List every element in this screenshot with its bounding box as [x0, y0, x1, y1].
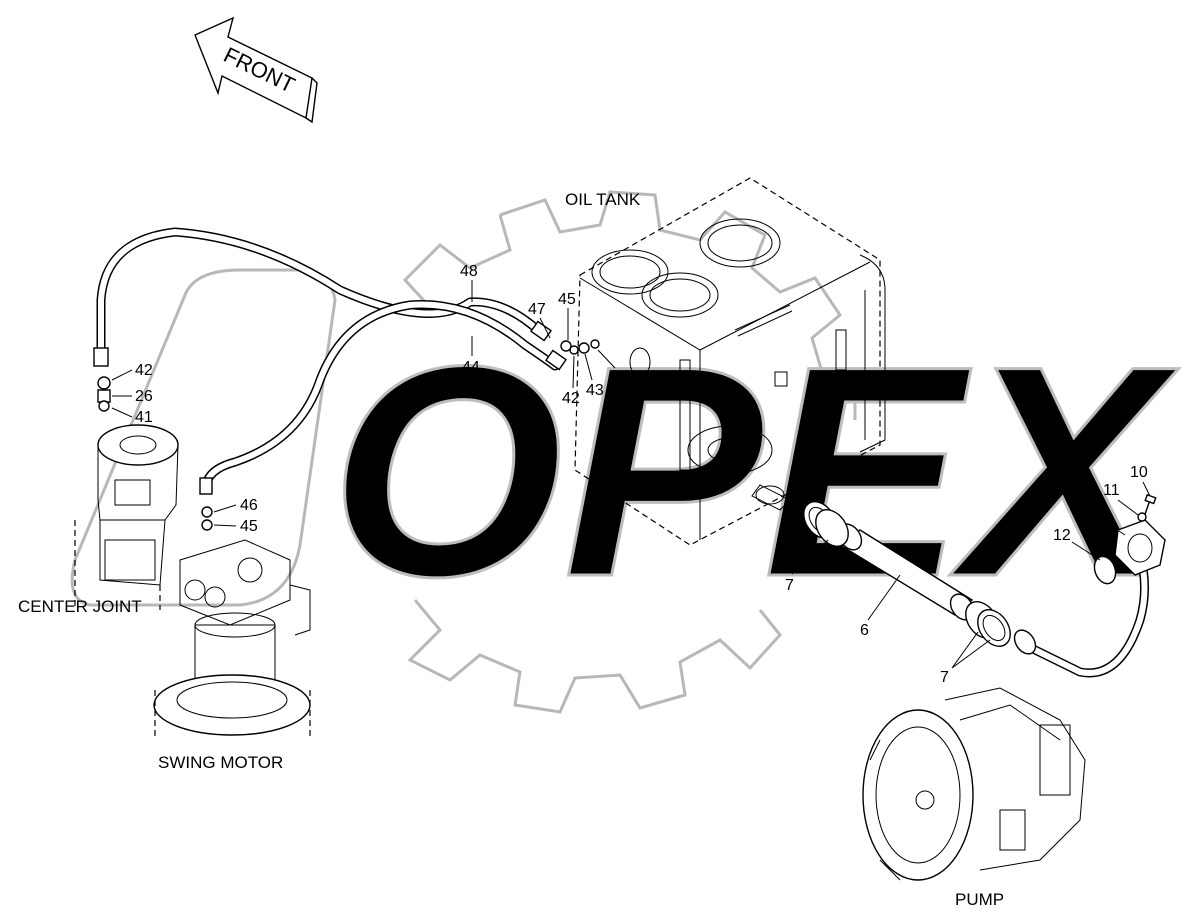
part-number-12: 12 — [1053, 527, 1071, 544]
part-number-45-motor: 45 — [240, 518, 258, 535]
front-direction-arrow: FRONT — [194, 16, 318, 124]
part-number-7-lower: 7 — [940, 669, 949, 686]
hose-44 — [201, 300, 560, 495]
part-number-1: 1 — [1091, 504, 1100, 521]
swing-motor — [153, 539, 311, 740]
watermark-text: OPEX — [330, 303, 1179, 639]
part-number-45-tank: 45 — [558, 291, 576, 308]
part-number-42-cj: 42 — [135, 362, 153, 379]
flange-1 — [1114, 519, 1166, 576]
center-joint — [74, 424, 179, 610]
part-number-7-upper: 7 — [785, 577, 794, 594]
swing-motor-label: SWING MOTOR — [158, 753, 283, 772]
part-number-44: 44 — [462, 359, 480, 376]
oil-tank — [574, 177, 886, 546]
part-number-10: 10 — [1130, 464, 1148, 481]
center-joint-label: CENTER JOINT — [18, 597, 142, 616]
hose-clamps-7 — [803, 501, 1011, 647]
watermark-logo: OPEX — [70, 190, 1181, 714]
part-callouts: 48 44 47 45 42 43 41 42 26 41 46 45 7 6 … — [111, 263, 1151, 686]
pump-label: PUMP — [955, 890, 1004, 909]
part-number-6: 6 — [860, 622, 869, 639]
part-number-43: 43 — [586, 382, 604, 399]
part-number-26: 26 — [135, 388, 153, 405]
part-number-47: 47 — [528, 301, 546, 318]
part-number-41-tank: 41 — [610, 370, 628, 387]
part-number-41-cj: 41 — [135, 409, 153, 426]
pump — [862, 687, 1086, 881]
hose-48 — [96, 227, 545, 357]
part-number-11: 11 — [1103, 482, 1120, 499]
o-ring-12 — [1093, 555, 1117, 585]
part-number-48: 48 — [460, 263, 478, 280]
part-number-46: 46 — [240, 497, 258, 514]
washer-11 — [1137, 512, 1147, 522]
labels: OIL TANK CENTER JOINT SWING MOTOR PUMP — [18, 190, 1004, 909]
oil-tank-label: OIL TANK — [565, 190, 641, 209]
part-number-42-tank: 42 — [562, 390, 580, 407]
suction-pipe — [1013, 543, 1150, 678]
